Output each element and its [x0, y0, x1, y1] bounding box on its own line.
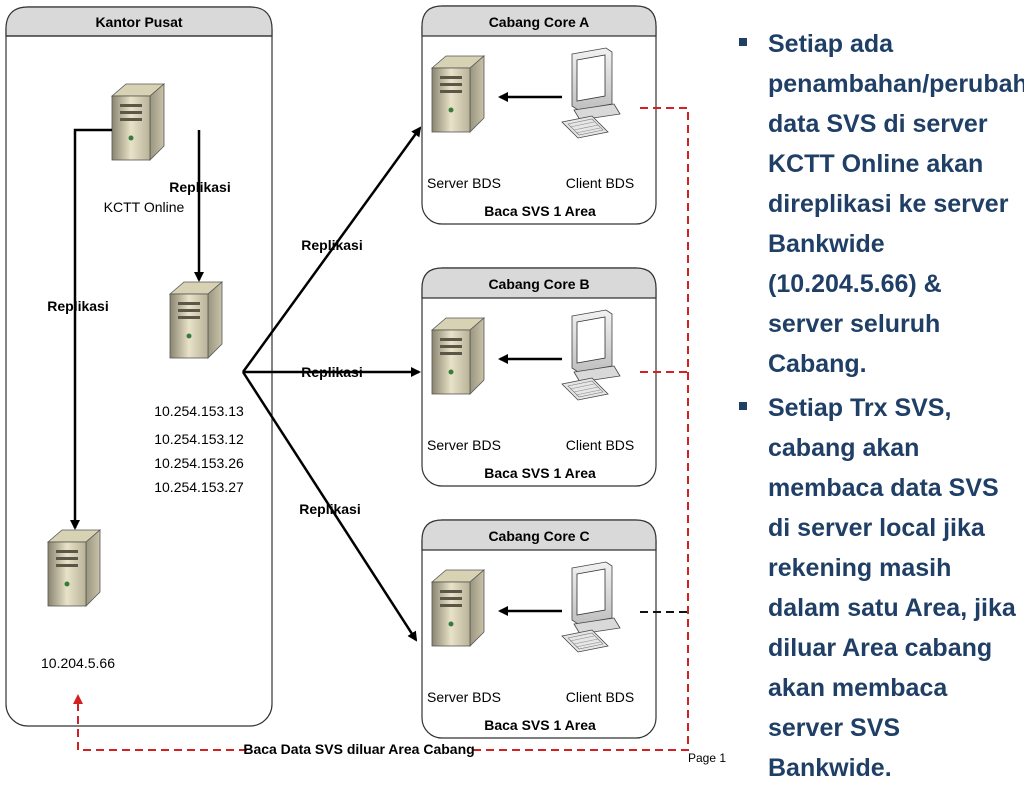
client-bds-label: Client BDS: [566, 437, 634, 453]
branch-panel-a: Cabang Core A Server BDS Client BDS Baca SV…: [421, 5, 657, 225]
page-label: Page 1: [688, 751, 726, 765]
server-bds-label: Server BDS: [427, 175, 501, 191]
bottom-link-label: Baca Data SVS diluar Area Cabang: [243, 741, 474, 757]
bullet-text-1: Setiap ada penambahan/perubahan data SVS…: [768, 30, 1024, 378]
bullet-text-2: Setiap Trx SVS, cabang akan membaca data…: [768, 394, 1016, 782]
replikasi-arrow-a: [241, 126, 422, 373]
client-bds-label: Client BDS: [566, 175, 634, 191]
branch-panel-b: Cabang Core B Server BDS Client BDS Baca SV…: [421, 267, 657, 487]
kctt-server-icon: [111, 83, 165, 161]
branch-title-b: Cabang Core B: [488, 276, 589, 292]
branch-server-icon: [431, 569, 485, 647]
branch-title-a: Cabang Core A: [489, 14, 590, 30]
branch-server-icon: [431, 317, 485, 395]
bullet-item-2: Setiap Trx SVS, cabang akan membaca data…: [735, 388, 1020, 788]
baca-svs-caption: Baca SVS 1 Area: [484, 465, 596, 481]
branch-title-c: Cabang Core C: [488, 528, 589, 544]
remote-read-link: [73, 107, 689, 751]
bullet-list: Setiap ada penambahan/perubahan data SVS…: [735, 24, 1024, 792]
kantor-pusat-title: Kantor Pusat: [95, 14, 182, 30]
branch-panel-c: Cabang Core C Server BDS Client BDS Baca SV…: [421, 519, 657, 739]
server-bds-label: Server BDS: [427, 437, 501, 453]
server-ip-1: 10.254.153.13: [154, 403, 244, 419]
square-bullet-icon: [739, 402, 747, 410]
bankwide-server-icon: [47, 529, 101, 607]
server-bds-label: Server BDS: [427, 689, 501, 705]
kctt-online-label: KCTT Online: [104, 199, 185, 215]
kctt-to-bankwide-arrow: [70, 128, 112, 530]
replikasi-label-b: Replikasi: [301, 364, 362, 380]
server-ip-4: 10.254.153.27: [154, 479, 244, 495]
baca-svs-caption: Baca SVS 1 Area: [484, 203, 596, 219]
bankwide-ip-label: 10.204.5.66: [41, 655, 115, 671]
replikasi-label-a: Replikasi: [301, 237, 362, 253]
server-ip-3: 10.254.153.26: [154, 455, 244, 471]
baca-svs-caption: Baca SVS 1 Area: [484, 717, 596, 733]
replikasi-arrow-c: [241, 371, 418, 642]
network-diagram: Kantor Pusat KCTT Online Replikasi Repli…: [5, 5, 726, 765]
branch-server-icon: [431, 55, 485, 133]
svs-server-icon: [169, 281, 223, 359]
server-ip-2: 10.254.153.12: [154, 431, 244, 447]
bullet-item-1: Setiap ada penambahan/perubahan data SVS…: [735, 24, 1024, 384]
client-bds-label: Client BDS: [566, 689, 634, 705]
square-bullet-icon: [739, 38, 747, 46]
replikasi-inner-label: Replikasi: [169, 179, 230, 195]
replikasi-label-c: Replikasi: [299, 501, 360, 517]
bottom-link-label-bg: [248, 740, 470, 758]
replikasi-left-label: Replikasi: [47, 298, 108, 314]
